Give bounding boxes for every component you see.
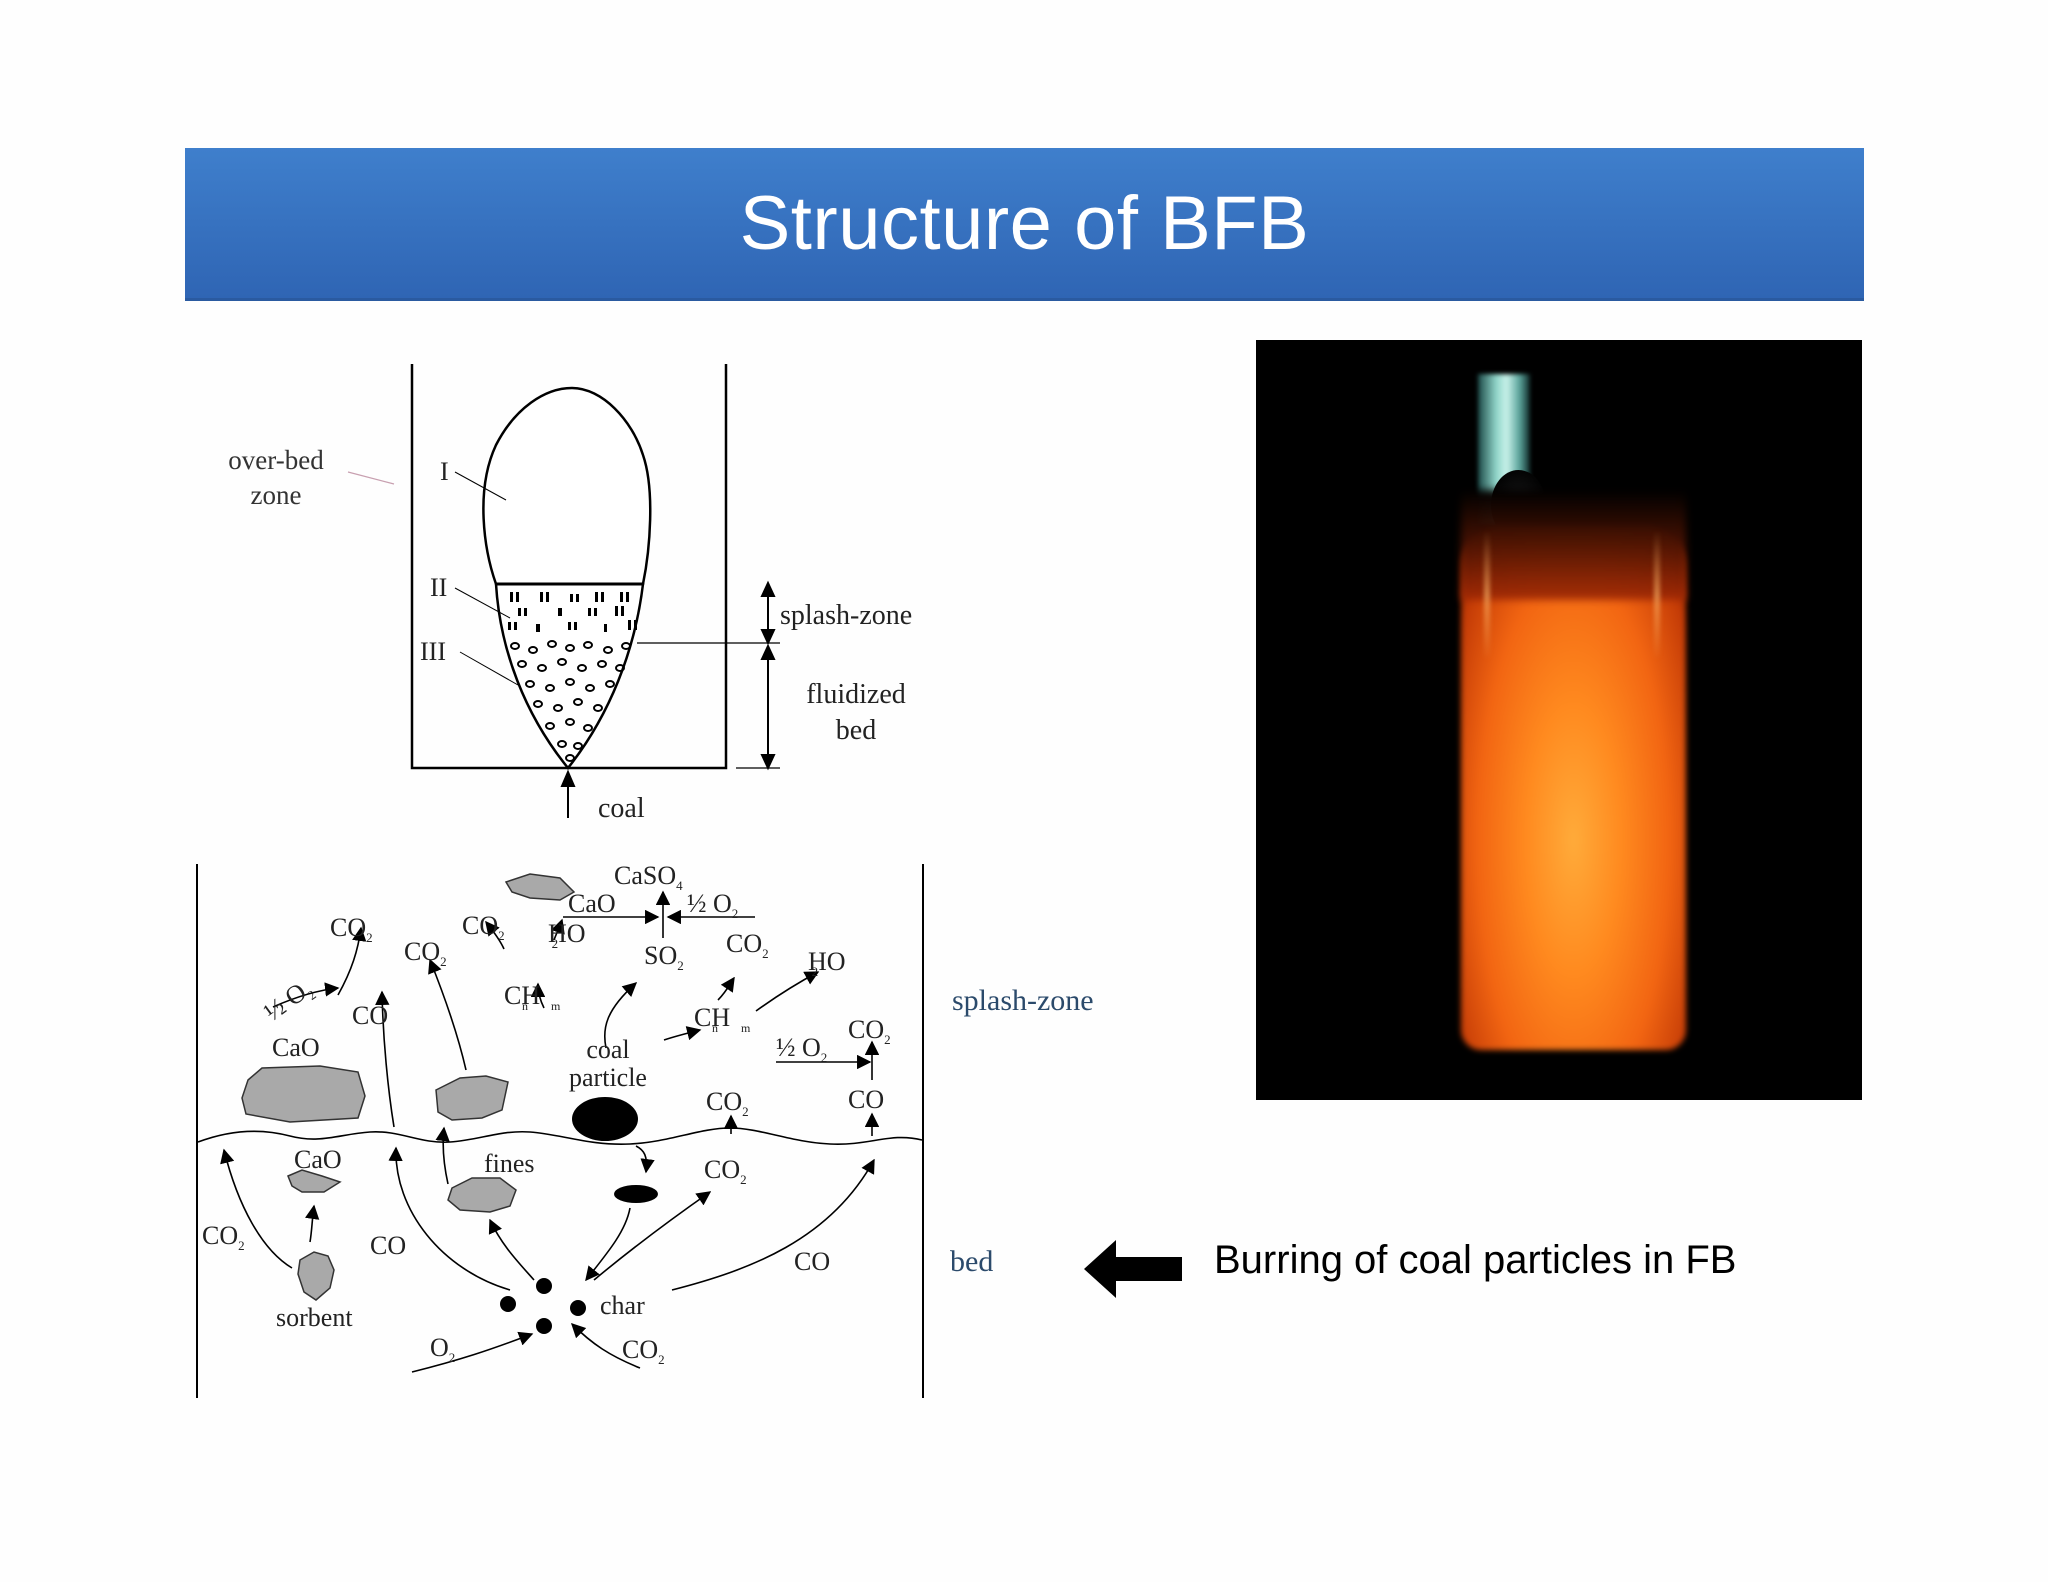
- over-bed-zone-label-1: over-bed: [228, 445, 324, 475]
- reaction-arrows: [224, 892, 874, 1372]
- fines-particle: [448, 1178, 516, 1212]
- bed-surface-line: [198, 1128, 922, 1144]
- zone-roman-III: III: [420, 637, 446, 666]
- o2-label: O2: [430, 1333, 455, 1365]
- co2-label-i: CO2: [622, 1335, 665, 1367]
- fluidized-bed-label-1: fluidized: [806, 679, 906, 710]
- cao-particle-large: [242, 1066, 365, 1122]
- co2-label-g: CO2: [704, 1155, 747, 1187]
- coal-particle-label-2: particle: [569, 1063, 647, 1092]
- splash-zone-dimension-arrow: [762, 583, 774, 643]
- char-label: char: [600, 1291, 645, 1320]
- char-dot-3: [570, 1300, 586, 1316]
- fines-label: fines: [484, 1149, 535, 1178]
- co-label-b: CO: [848, 1085, 884, 1114]
- zone-roman-I: I: [440, 457, 449, 486]
- title-bar: Structure of BFB: [185, 148, 1864, 301]
- co2-label-d: CO2: [848, 1015, 891, 1047]
- fluidized-bed-label-2: bed: [836, 715, 876, 746]
- co-label-d: CO: [794, 1247, 830, 1276]
- cao-mid-label: CaO: [272, 1033, 320, 1062]
- cao-particle-splash: [436, 1076, 508, 1120]
- splash-zone-side-label: splash-zone: [952, 984, 1094, 1017]
- coal-burning-photo: [1256, 340, 1862, 1100]
- cao-particle-top: [506, 874, 574, 900]
- fluidized-bed-dimension-arrow: [762, 646, 774, 768]
- cao-top-label: CaO: [568, 889, 616, 918]
- photo-caption: Burring of coal particles in FB: [1214, 1238, 1736, 1283]
- bed-side-label: bed: [950, 1245, 993, 1278]
- co2-label-f: CO2: [706, 1087, 749, 1119]
- co-label-c: CO: [370, 1231, 406, 1260]
- photo-flame-top-fade: [1461, 490, 1686, 600]
- char-dot-4: [536, 1318, 552, 1334]
- coal-feed-label: coal: [598, 793, 645, 824]
- cnhm-label-a-sub: n: [522, 999, 528, 1013]
- co2-label-h: CO2: [202, 1221, 245, 1253]
- over-bed-zone-label-2: zone: [251, 480, 302, 510]
- splash-zone-label: splash-zone: [780, 600, 912, 631]
- photo-highlight-streak-left: [1484, 530, 1490, 660]
- flame-zone-outline: [483, 388, 650, 584]
- caso4-label: CaSO4: [614, 861, 683, 893]
- h2o-label-b: HO2: [808, 947, 846, 979]
- co2-label-e: CO2: [404, 937, 447, 969]
- photo-burning-bed: [1461, 525, 1686, 1050]
- coal-particle: [572, 1097, 638, 1141]
- char-dot-2: [536, 1278, 552, 1294]
- co-label-a: CO: [352, 1001, 388, 1030]
- sorbent-particle: [298, 1252, 334, 1300]
- cnhm-label-b-sub: n: [712, 1021, 718, 1035]
- co2-label-a: CO2: [330, 913, 373, 945]
- slide-title: Structure of BFB: [740, 180, 1310, 267]
- zone-roman-II: II: [430, 573, 447, 602]
- char-dot-1: [500, 1296, 516, 1312]
- char-particle-large: [614, 1185, 658, 1203]
- cnhm-label-b-sub2: m: [741, 1021, 751, 1035]
- h2o-label-a: HO2: [548, 919, 586, 951]
- half-o2-top-label: ½ O2: [687, 889, 738, 921]
- cnhm-label-a-sub2: m: [551, 999, 561, 1013]
- co2-label-b: CO2: [462, 911, 505, 943]
- half-o2-right-label: ½ O2: [776, 1033, 827, 1065]
- coal-feed-arrow: [562, 772, 574, 818]
- fluidized-bed-zone-diagram: over-bed zone I II III splash-zone fluid…: [200, 350, 960, 830]
- photo-highlight-streak-right: [1654, 530, 1660, 660]
- cao-low-label: CaO: [294, 1145, 342, 1174]
- co2-label-c: CO2: [726, 929, 769, 961]
- so2-label: SO2: [644, 941, 684, 973]
- half-o2-left-label: ½ O2: [258, 973, 318, 1029]
- coal-particle-label-1: coal: [586, 1035, 629, 1064]
- leader-line-I: [348, 472, 394, 484]
- coal-combustion-reaction-diagram: CaSO4 CaO ½ O2 CO2 CO2 CO2 HO2 SO2 CO2 H…: [190, 860, 1190, 1400]
- sorbent-label: sorbent: [276, 1303, 353, 1332]
- left-arrow-icon: [1082, 1236, 1186, 1302]
